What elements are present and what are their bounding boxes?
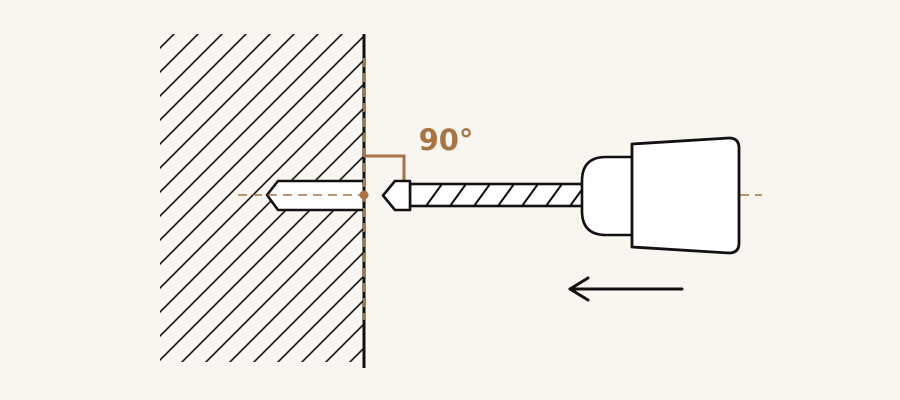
hatch-line [324,322,364,362]
axis-point [359,190,369,200]
hatch-line [0,0,160,400]
hatch-line [160,58,364,266]
drill-bit-flute [425,183,443,207]
hatch-line [160,82,364,290]
drill-chuck [580,155,635,237]
hatch-line [160,34,344,218]
hatch-line [300,298,364,362]
drill-bit-flute [497,183,515,207]
hatch-line [228,226,364,362]
hatch-line [252,250,364,362]
hatch-line [160,34,272,146]
drill-bit [381,179,587,212]
arrow-left-icon [568,276,684,302]
hatch-line [204,202,364,362]
drill-bit-flute [545,183,563,207]
hatch-line [160,34,200,74]
drill-bit-tip [381,179,412,212]
drill-bit-flute [449,183,467,207]
drill-bit-flute [521,183,539,207]
drill-body [630,136,741,255]
angle-label: 90° [419,123,474,157]
hatch-line [276,274,364,362]
hatch-line [160,34,248,122]
hatch-line [160,34,320,194]
hatch-line [0,0,184,400]
drill-bit-flute [473,183,491,207]
right-angle-marker [364,154,406,182]
hatch-line [160,34,296,170]
hatch-line [160,34,364,242]
hatch-line [160,34,224,98]
